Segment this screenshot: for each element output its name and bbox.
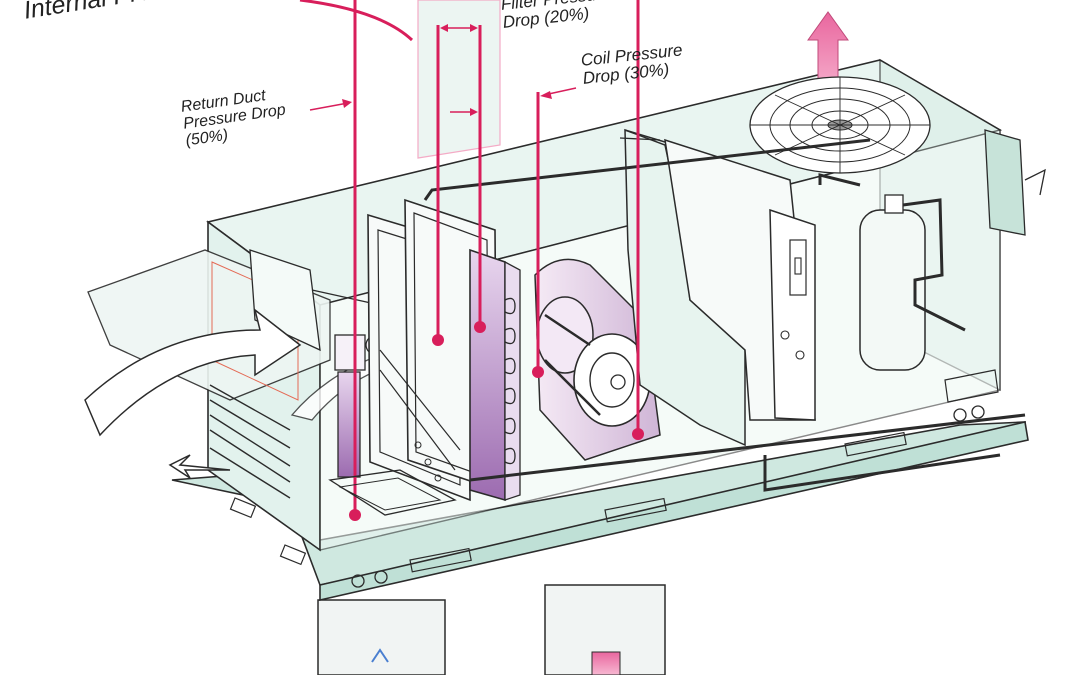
drain-pan <box>328 441 457 516</box>
blower-assembly <box>534 258 661 461</box>
refrigerant-piping <box>423 138 1026 492</box>
control-panel <box>664 138 816 421</box>
return-duct-below <box>317 584 666 675</box>
condenser-fan-guard <box>749 76 931 174</box>
pressure-callout-sheet <box>417 0 501 159</box>
compressor <box>818 173 966 371</box>
cooling-coil <box>469 248 521 502</box>
pressure-taps <box>299 0 644 521</box>
